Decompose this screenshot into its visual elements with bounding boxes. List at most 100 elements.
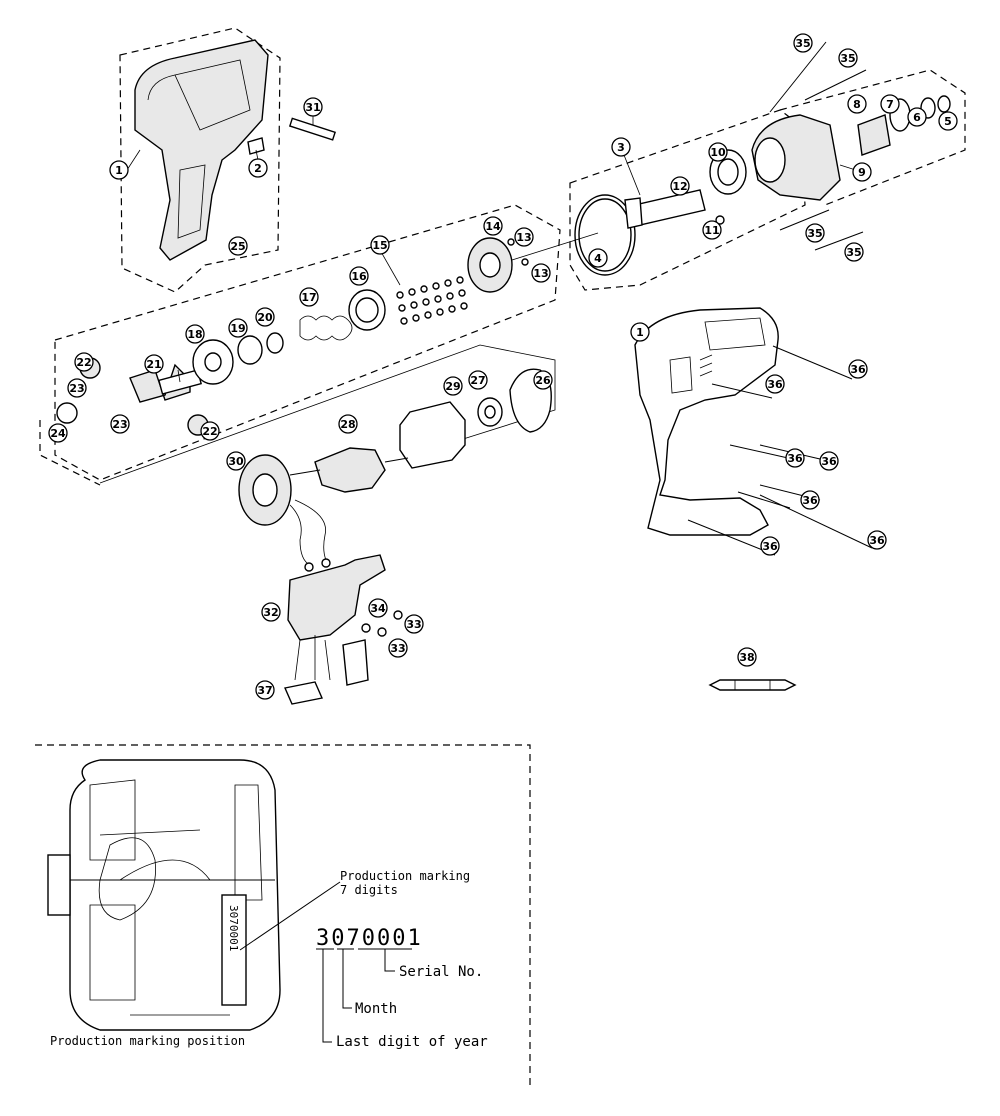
callout-number: 13: [516, 231, 531, 244]
callout-c25: 25: [228, 236, 248, 256]
callout-number: 26: [535, 374, 551, 387]
callout-circle: [368, 598, 388, 618]
switch-cover-part: [284, 681, 323, 705]
callout-number: 30: [228, 455, 244, 468]
callout-c14: 14: [483, 216, 503, 236]
callout-number: 11: [704, 224, 719, 237]
callout-number: 14: [485, 220, 501, 233]
callout-number: 32: [263, 606, 278, 619]
callout-c36b: 36: [765, 374, 785, 394]
callout-c35b: 35: [838, 48, 858, 68]
callout-c37: 37: [255, 680, 275, 700]
callout-number: 36: [787, 452, 803, 465]
gear-case-group: [569, 41, 966, 291]
production-marking-label: Production marking: [340, 869, 470, 883]
callout-c7: 7: [880, 94, 900, 114]
callout-circle: [228, 236, 248, 256]
callout-circle: [255, 307, 275, 327]
seven-digits-label: 7 digits: [340, 883, 398, 897]
callout-number: 27: [470, 374, 485, 387]
callout-c36e: 36: [800, 490, 820, 510]
callout-number: 16: [351, 270, 367, 283]
callout-number: 18: [187, 328, 202, 341]
callout-c17: 17: [299, 287, 319, 307]
callout-circle: [338, 414, 358, 434]
housing-half-group: [119, 27, 281, 293]
callout-number: 1: [636, 326, 644, 339]
callout-c33b: 33: [388, 638, 408, 658]
callout-circle: [785, 448, 805, 468]
callout-circle: [48, 423, 68, 443]
callout-c38: 38: [737, 647, 757, 667]
callout-c1a: 1: [109, 160, 129, 180]
callout-circle: [938, 111, 958, 131]
callout-c36f: 36: [760, 536, 780, 556]
serial-label-area: [221, 894, 247, 1006]
serial-no-label: Serial No.: [399, 964, 483, 980]
housing-bottom-view: [69, 759, 281, 1031]
callout-circle: [388, 638, 408, 658]
callout-circle: [443, 376, 463, 396]
callout-circle: [299, 287, 319, 307]
housing-assembled-part: [634, 307, 779, 536]
callout-circle: [226, 451, 246, 471]
callout-circle: [228, 318, 248, 338]
callout-number: 33: [406, 618, 421, 631]
callout-number: 24: [50, 427, 66, 440]
callout-circle: [708, 142, 728, 162]
callout-circle: [793, 33, 813, 53]
last-digit-year-label: Last digit of year: [336, 1034, 488, 1050]
callout-number: 4: [594, 252, 602, 265]
callout-c24: 24: [48, 423, 68, 443]
switch-part: [287, 554, 386, 641]
callout-circle: [74, 352, 94, 372]
callout-number: 8: [853, 98, 861, 111]
callout-c22b: 22: [200, 421, 220, 441]
callout-number: 21: [146, 358, 161, 371]
callout-number: 3: [617, 141, 625, 154]
callout-c36g: 36: [867, 530, 887, 550]
planetary-group: [39, 204, 599, 486]
callout-number: 35: [840, 52, 855, 65]
callout-circle: [847, 94, 867, 114]
callout-c35c: 35: [805, 223, 825, 243]
callout-c18: 18: [185, 324, 205, 344]
callout-circle: [737, 647, 757, 667]
callout-circle: [531, 263, 551, 283]
callout-number: 6: [913, 111, 921, 124]
callout-number: 36: [821, 455, 837, 468]
callout-number: 33: [390, 642, 405, 655]
callout-circle: [867, 530, 887, 550]
callout-c11: 11: [702, 220, 722, 240]
callout-number: 7: [886, 98, 894, 111]
callout-number: 36: [869, 534, 885, 547]
housing-assembled-group: [634, 307, 873, 556]
callout-c22a: 22: [74, 352, 94, 372]
callout-c29: 29: [443, 376, 463, 396]
housing-half-part: [134, 39, 269, 261]
magnet-part: [399, 401, 466, 469]
steel-balls-part: [396, 276, 468, 325]
callout-c36d: 36: [819, 451, 839, 471]
callout-circle: [144, 354, 164, 374]
callout-c15: 15: [370, 235, 390, 255]
callout-number: 35: [846, 246, 861, 259]
callout-circle: [349, 266, 369, 286]
spindle-part: [634, 189, 706, 226]
callout-number: 31: [305, 101, 320, 114]
callout-c35a: 35: [793, 33, 813, 53]
callout-circle: [483, 216, 503, 236]
callout-c28: 28: [338, 414, 358, 434]
callout-c27: 27: [468, 370, 488, 390]
callout-c3: 3: [611, 137, 631, 157]
callout-c9: 9: [852, 162, 872, 182]
callout-circle: [404, 614, 424, 634]
callout-circle: [110, 414, 130, 434]
callout-number: 1: [115, 164, 123, 177]
callout-number: 5: [944, 115, 952, 128]
callout-number: 34: [370, 602, 386, 615]
callout-c21: 21: [144, 354, 164, 374]
callout-number: 17: [301, 291, 316, 304]
callout-number: 36: [762, 540, 778, 553]
callout-circle: [848, 359, 868, 379]
